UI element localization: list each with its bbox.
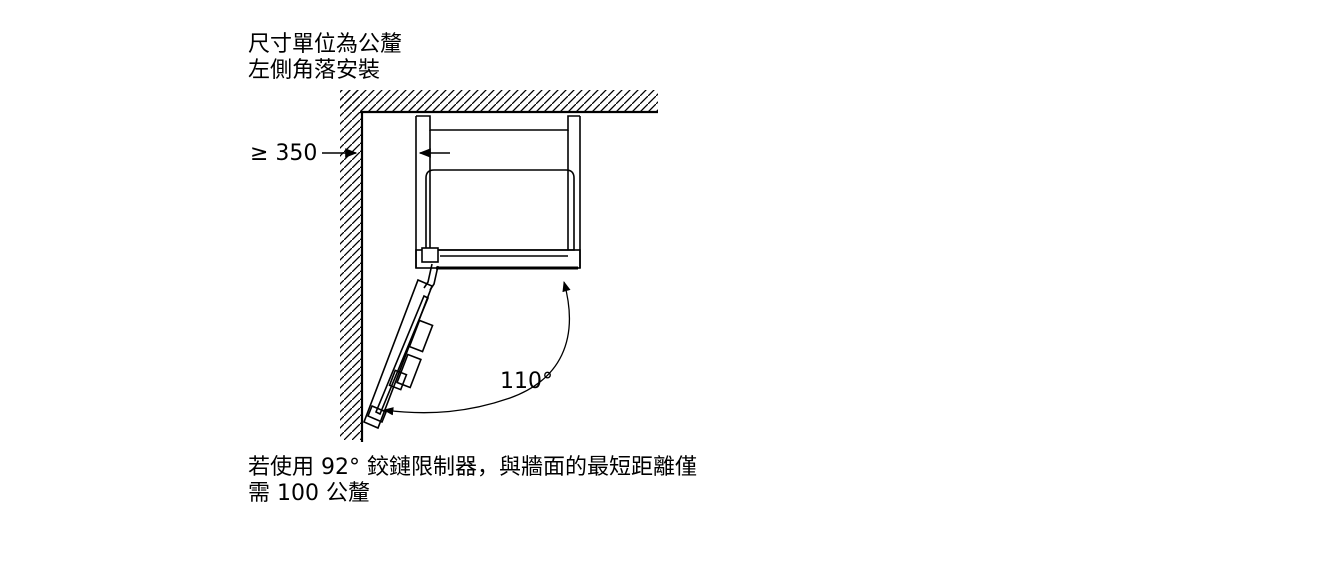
installation-heading: 左側角落安裝 <box>248 58 381 83</box>
hinge-limiter-note-line-1: 若使用 92° 鉸鏈限制器，與牆面的最短距離僅 <box>248 455 697 480</box>
door-angle-label: 110° <box>500 369 553 394</box>
open-door <box>362 263 439 430</box>
appliance-body <box>415 115 581 270</box>
left-wall <box>340 90 364 442</box>
hinge-limiter-note-line-2: 需 100 公釐 <box>248 481 370 506</box>
door-swing-arc <box>382 280 571 416</box>
top-wall <box>340 90 658 114</box>
clearance-label: ≥ 350 <box>250 141 318 166</box>
units-heading: 尺寸單位為公釐 <box>248 32 403 57</box>
